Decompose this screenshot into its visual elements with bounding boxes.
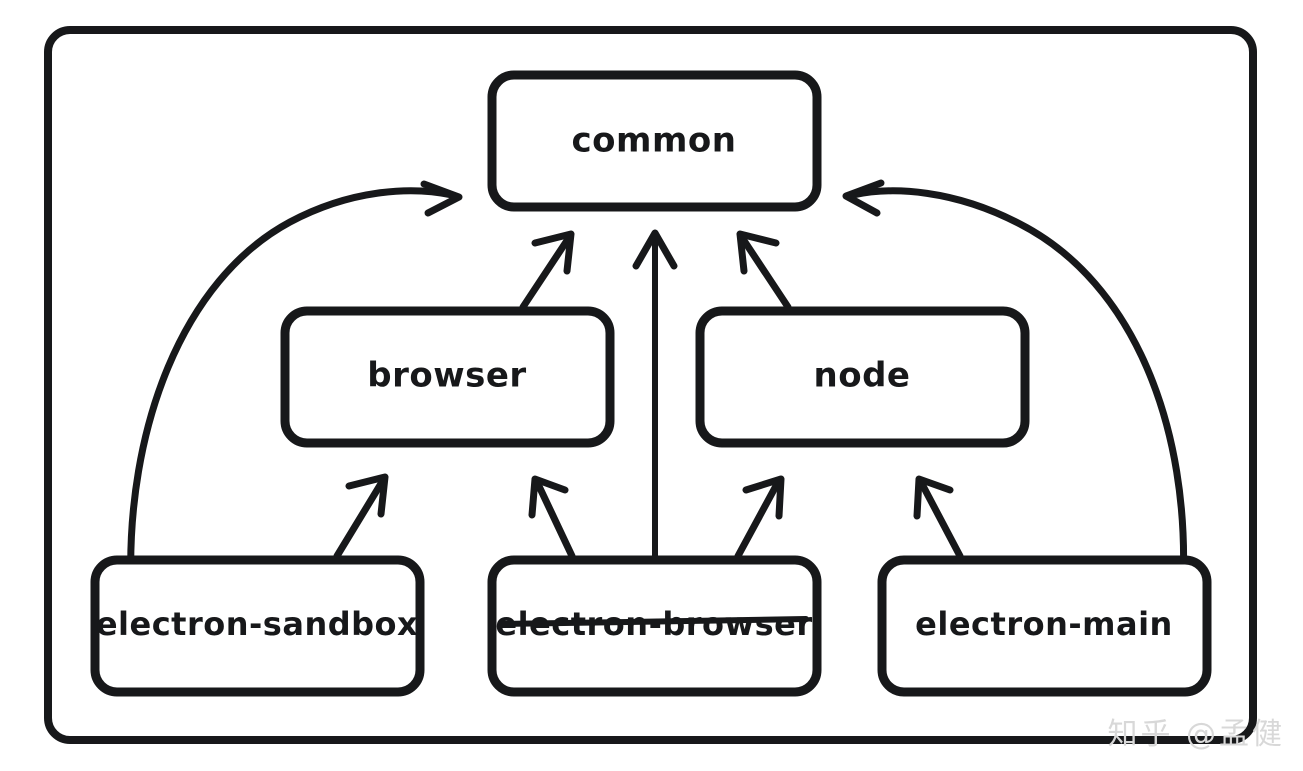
edge-browser-to-common	[519, 230, 575, 311]
node-label-common: common	[572, 121, 737, 161]
edge-electron-browser-to-browser	[528, 475, 576, 560]
node-label-electron-main: electron-main	[915, 605, 1173, 643]
arrowhead-icon	[531, 230, 575, 275]
edge-electron-main-to-node	[913, 475, 964, 560]
arrowhead-icon	[345, 473, 389, 518]
edge-electron-sandbox-to-browser	[333, 473, 389, 560]
edge-line	[849, 187, 1188, 589]
watermark: 知乎 @孟健	[1107, 717, 1285, 752]
node-box[interactable]	[280, 306, 615, 448]
node-box[interactable]	[487, 555, 822, 697]
arrowhead-icon	[913, 475, 954, 520]
node-box[interactable]	[695, 306, 1030, 448]
node-box[interactable]	[487, 70, 822, 212]
node-box[interactable]	[877, 555, 1212, 697]
edge-line	[918, 480, 964, 560]
edge-electron-main-to-common	[842, 179, 1188, 589]
node-common[interactable]: common	[487, 70, 822, 212]
strikethrough-line	[501, 616, 809, 627]
node-label-node: node	[814, 356, 911, 396]
node-label-electron-sandbox: electron-sandbox	[96, 605, 418, 643]
arrowhead-icon	[736, 230, 780, 275]
edge-line	[519, 235, 572, 311]
node-node[interactable]: node	[695, 306, 1030, 448]
node-electron-sandbox[interactable]: electron-sandbox	[90, 555, 425, 697]
arrowhead-icon	[420, 180, 463, 217]
edge-line	[333, 478, 386, 560]
node-electron-main[interactable]: electron-main	[877, 555, 1212, 697]
arrowhead-icon	[632, 229, 678, 270]
outer-frame	[44, 26, 1257, 744]
edge-electron-browser-to-common	[632, 229, 678, 561]
arrowhead-icon	[842, 179, 885, 217]
edge-line	[734, 480, 781, 560]
edge-line	[534, 480, 576, 560]
edge-line	[127, 187, 456, 589]
node-electron-browser[interactable]: electron-browser	[487, 555, 822, 697]
edge-electron-sandbox-to-common	[127, 180, 463, 589]
arrowhead-icon	[742, 475, 785, 520]
edge-node-to-common	[736, 230, 792, 311]
arrowhead-icon	[528, 475, 569, 519]
node-label-browser: browser	[367, 356, 526, 396]
edge-electron-browser-to-node	[734, 475, 785, 560]
edge-line	[739, 235, 792, 311]
node-box[interactable]	[90, 555, 425, 697]
node-browser[interactable]: browser	[280, 306, 615, 448]
